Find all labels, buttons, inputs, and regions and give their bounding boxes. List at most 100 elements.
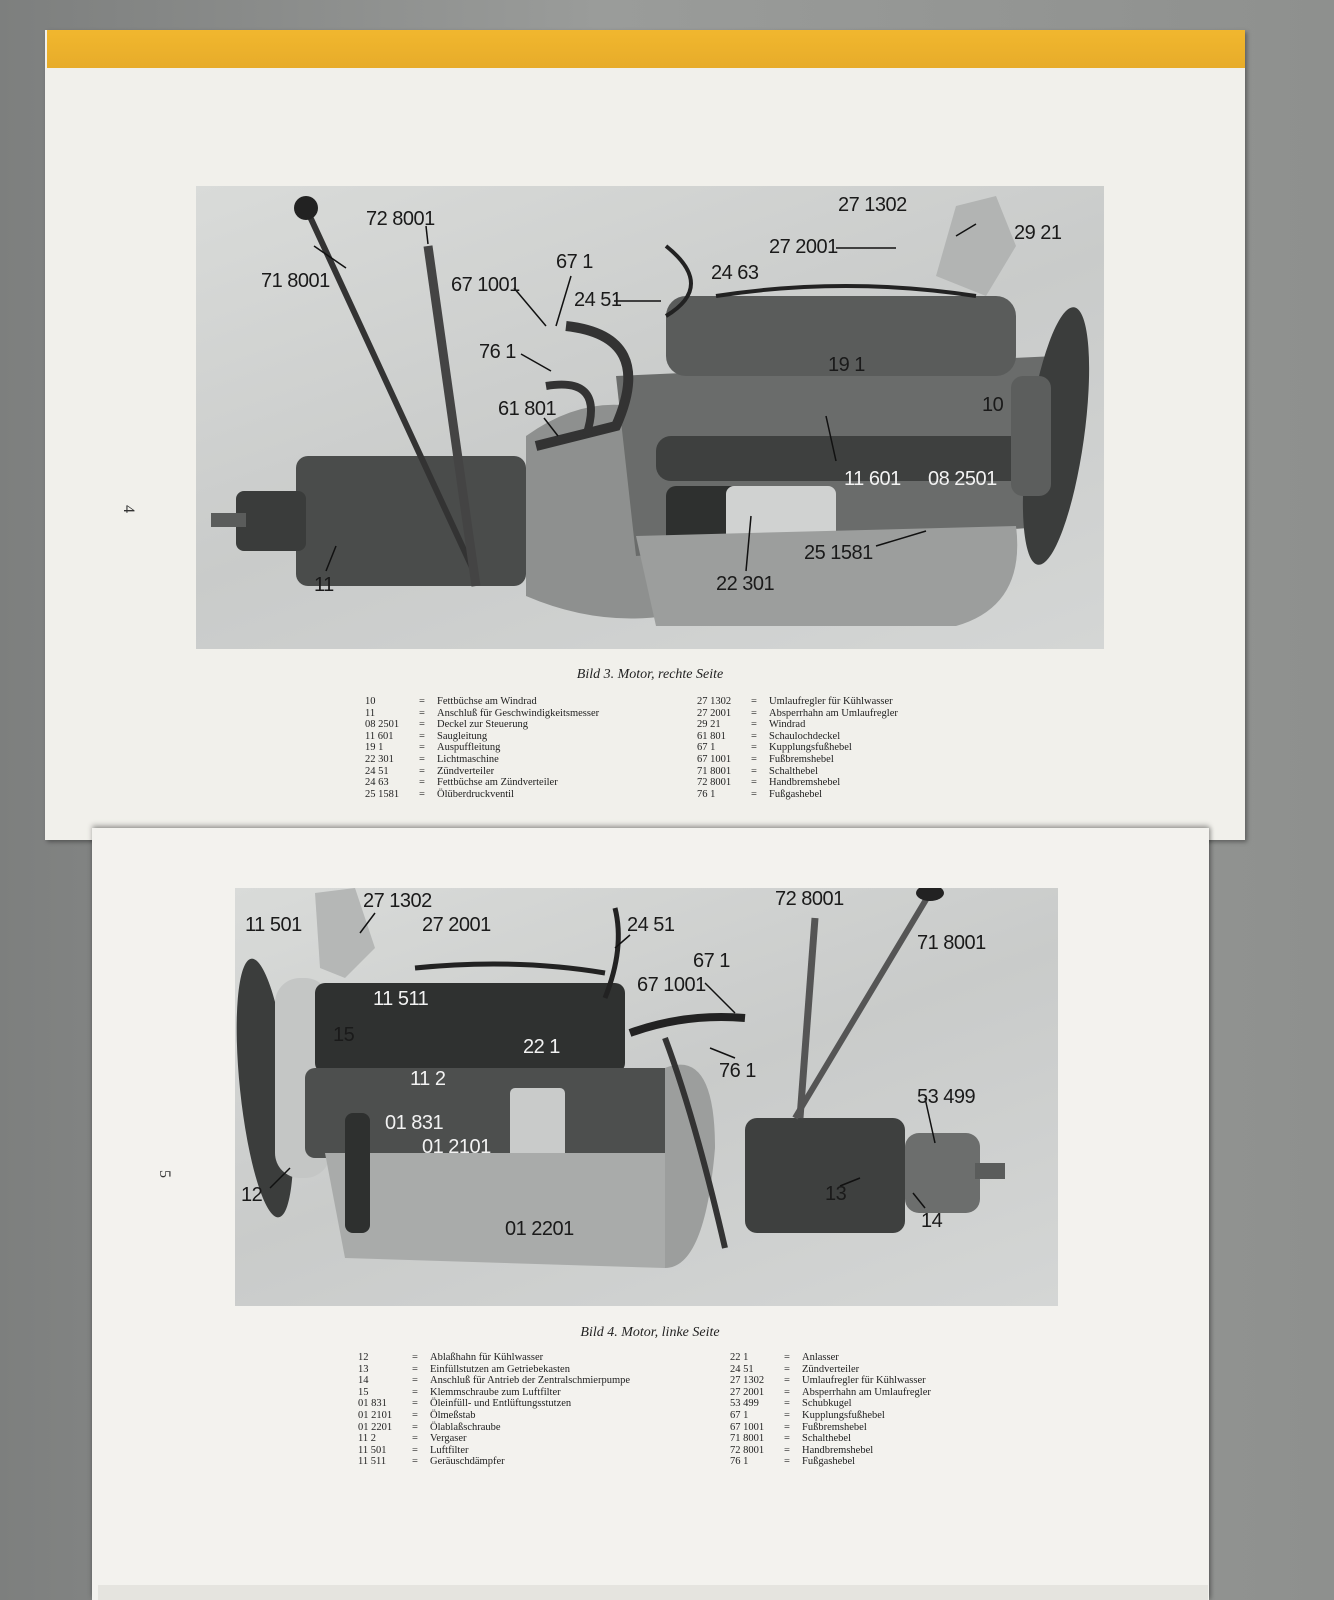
engine-photo-right-side: 71 8001 72 8001 67 1001 67 1 24 63 24 51… — [196, 186, 1104, 649]
legend-row: 72 8001=Handbremshebel — [697, 777, 898, 789]
legend-code: 15 — [358, 1386, 369, 1398]
engine-photo-left-side: 27 1302 11 501 27 2001 24 51 72 8001 71 … — [235, 888, 1058, 1306]
legend-row: 01 2101=Ölmeßstab — [358, 1410, 630, 1422]
legend-equals: = — [751, 742, 757, 754]
legend-code: 67 1001 — [697, 753, 732, 765]
legend-text: Zündverteiler — [802, 1363, 860, 1375]
photo-label: 76 1 — [719, 1060, 756, 1082]
legend-equals: = — [419, 730, 425, 742]
legend-text: Fettbüchse am Zündverteiler — [437, 777, 558, 789]
legend-left: 10=Fettbüchse am Windrad 11=Anschluß für… — [365, 696, 599, 800]
legend-code: 10 — [365, 696, 376, 707]
photo-label: 10 — [982, 394, 1004, 416]
legend-text: Ablaßhahn für Kühlwasser — [430, 1352, 544, 1363]
legend-text: Fußbremshebel — [769, 753, 834, 765]
legend-row: 25 1581=Ölüberdruckventil — [365, 789, 599, 801]
photo-label: 11 501 — [245, 914, 302, 936]
legend-equals: = — [419, 719, 425, 731]
legend-equals: = — [784, 1456, 790, 1468]
legend-code: 01 2101 — [358, 1409, 393, 1421]
legend-text: Ölablaßschraube — [430, 1421, 501, 1433]
legend-row: 24 51=Zündverteiler — [730, 1364, 931, 1376]
legend-text: Handbremshebel — [802, 1444, 874, 1456]
photo-label: 67 1 — [556, 251, 593, 273]
legend-code: 25 1581 — [365, 788, 400, 800]
photo-label: 24 51 — [627, 914, 675, 936]
legend-equals: = — [419, 696, 425, 707]
legend-row: 19 1=Auspuffleitung — [365, 742, 599, 754]
legend-equals: = — [412, 1375, 418, 1387]
legend-text: Schaulochdeckel — [769, 730, 841, 742]
legend-code: 01 2201 — [358, 1421, 393, 1433]
legend-row: 72 8001=Handbremshebel — [730, 1445, 931, 1457]
legend-code: 11 511 — [358, 1456, 387, 1468]
legend-code: 76 1 — [697, 788, 716, 800]
legend-code: 27 2001 — [697, 707, 732, 719]
photo-label: 22 301 — [716, 573, 775, 595]
photo-label: 27 2001 — [769, 236, 838, 258]
legend-code: 61 801 — [697, 730, 726, 742]
legend-code: 01 831 — [358, 1398, 387, 1410]
legend-row: 22 1=Anlasser — [730, 1352, 931, 1364]
photo-label: 11 601 — [844, 468, 901, 490]
legend-equals: = — [784, 1352, 790, 1363]
legend-text: Klemmschraube zum Luftfilter — [430, 1386, 561, 1398]
legend-text: Zündverteiler — [437, 765, 495, 777]
legend-text: Lichtmaschine — [437, 753, 499, 765]
legend-equals: = — [751, 777, 757, 789]
legend-code: 67 1 — [697, 742, 716, 754]
legend-row: 22 301=Lichtmaschine — [365, 754, 599, 766]
photo-label: 27 1302 — [838, 194, 907, 216]
photo-label: 15 — [333, 1024, 355, 1046]
legend-code: 53 499 — [730, 1398, 759, 1410]
figure-caption: Bild 4. Motor, linke Seite — [580, 1325, 720, 1340]
legend-text: Fettbüchse am Windrad — [437, 696, 537, 707]
legend-text: Vergaser — [430, 1433, 467, 1445]
legend-equals: = — [419, 742, 425, 754]
legend-code: 22 301 — [365, 753, 394, 765]
legend-right: 22 1=Anlasser 24 51=Zündverteiler 27 130… — [730, 1352, 931, 1468]
legend-code: 76 1 — [730, 1456, 749, 1468]
legend-text: Kupplungsfußhebel — [769, 742, 852, 754]
legend-text: Absperrhahn am Umlaufregler — [802, 1386, 931, 1398]
legend-row: 10 = Fettbüchse am Windrad — [365, 696, 599, 708]
legend-equals: = — [751, 696, 757, 707]
photo-label: 27 1302 — [363, 890, 432, 912]
legend-text: Windrad — [769, 719, 806, 731]
legend-equals: = — [784, 1444, 790, 1456]
legend-code: 24 51 — [365, 765, 389, 777]
legend-row: 76 1=Fußgashebel — [697, 789, 898, 801]
legend-row: 15=Klemmschraube zum Luftfilter — [358, 1387, 630, 1399]
legend-equals: = — [751, 765, 757, 777]
legend-code: 71 8001 — [730, 1433, 765, 1445]
legend-text: Geräuschdämpfer — [430, 1456, 505, 1468]
photo-label: 08 2501 — [928, 468, 997, 490]
legend-equals: = — [419, 765, 425, 777]
legend-equals: = — [412, 1456, 418, 1468]
legend-row: 76 1=Fußgashebel — [730, 1456, 931, 1468]
legend-text: Kupplungsfußhebel — [802, 1409, 885, 1421]
legend-code: 14 — [358, 1375, 369, 1387]
legend-row: 24 51 = Zündverteiler — [365, 766, 599, 778]
legend-row: 24 63=Fettbüchse am Zündverteiler — [365, 777, 599, 789]
legend-text: Umlaufregler für Kühlwasser — [802, 1375, 926, 1387]
page-number: 5 — [156, 1170, 173, 1178]
engine-illustration — [236, 888, 1005, 1268]
legend-text: Luftfilter — [430, 1444, 469, 1456]
photo-label: 67 1 — [693, 950, 730, 972]
legend-text: Schalthebel — [769, 765, 818, 777]
photo-label: 19 1 — [828, 354, 865, 376]
legend-code: 29 21 — [697, 719, 721, 731]
legend-equals: = — [784, 1433, 790, 1445]
photo-label: 61 801 — [498, 398, 557, 420]
legend-equals: = — [412, 1433, 418, 1445]
legend-equals: = — [412, 1352, 418, 1363]
legend-right: 27 1302=Umlaufregler für Kühlwasser 27 2… — [697, 696, 898, 800]
figure-caption: Bild 3. Motor, rechte Seite — [576, 667, 724, 682]
photo-label: 01 2101 — [422, 1136, 491, 1158]
photo-label: 14 — [921, 1210, 943, 1232]
legend-row: 01 2201=Ölablaßschraube — [358, 1422, 630, 1434]
legend-code: 11 501 — [358, 1444, 387, 1456]
photo-label: 71 8001 — [917, 932, 986, 954]
legend-text: Deckel zur Steuerung — [437, 719, 528, 731]
